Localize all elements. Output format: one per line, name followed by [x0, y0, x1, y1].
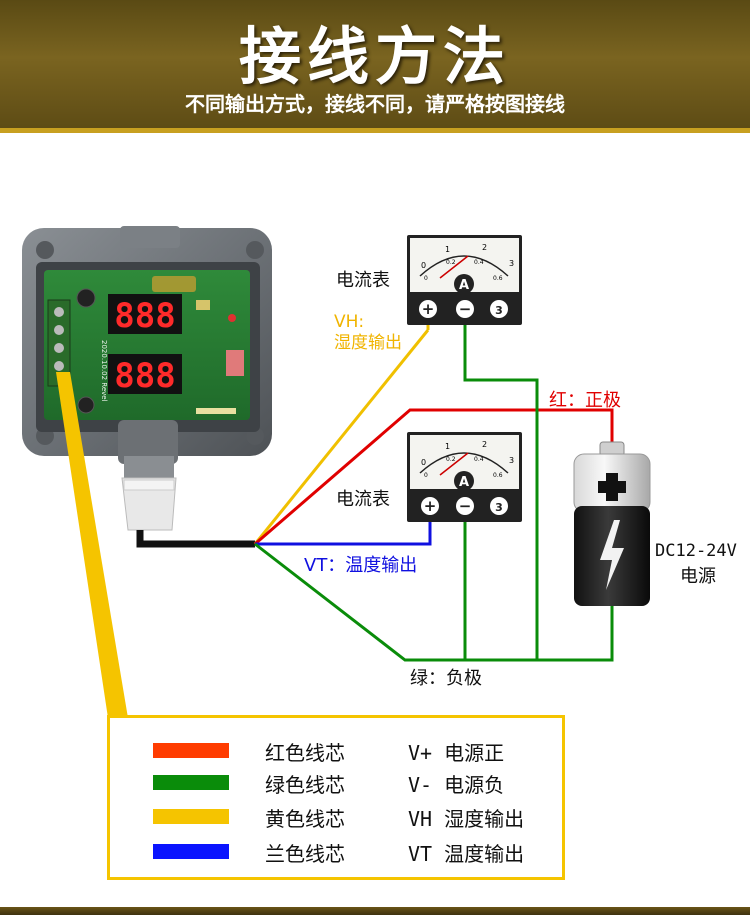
header-banner: 接线方法 不同输出方式，接线不同，请严格按图接线	[0, 0, 750, 128]
label-red-positive: 红：正极	[549, 390, 621, 411]
meter-bottom-unit: A	[459, 475, 469, 490]
meter-top-unit-icon	[454, 274, 474, 294]
legend-row-yellow: 黄色线芯 VH 湿度输出	[110, 803, 562, 831]
legend-name: 黄色线芯	[265, 807, 345, 831]
label-power-voltage: DC12-24V	[655, 541, 737, 561]
meter-top-label: 电流表	[336, 270, 390, 291]
meter-bottom-unit-icon	[454, 471, 474, 491]
sensor-enclosure	[22, 226, 272, 531]
meter-bottom-tick-2: 2	[482, 440, 487, 449]
meter-bottom-tick-0: 0	[421, 458, 426, 467]
label-vt: VT：温度输出	[304, 555, 418, 576]
meter-top-three: 3	[495, 304, 503, 317]
battery-icon	[573, 441, 651, 606]
legend-code: VH 湿度输出	[408, 807, 525, 831]
meter-bottom-minor-0: 0	[424, 472, 428, 479]
display-top	[108, 294, 182, 334]
meter-top-minor-0: 0	[424, 275, 428, 282]
meter-bottom-tick-3: 3	[509, 456, 514, 465]
legend-swatch-blue	[153, 844, 229, 859]
meter-top-tick-0: 0	[421, 261, 426, 270]
page-subtitle: 不同输出方式，接线不同，请严格按图接线	[185, 92, 565, 116]
legend-code: V- 电源负	[408, 773, 505, 797]
wire-red-positive	[254, 408, 614, 546]
meter-top-minor-2: 0.4	[474, 259, 484, 266]
pcb-silkscreen-text: 2020.10.02 Revel	[100, 340, 108, 402]
meter-bottom-tick-1: 1	[445, 442, 450, 451]
display-bottom-digits: 888	[114, 356, 175, 396]
meter-top-minus: −	[459, 300, 472, 318]
meter-bottom-plus: +	[424, 497, 437, 515]
meter-bottom-minor-3: 0.6	[493, 472, 503, 479]
legend-code: VT 温度输出	[408, 842, 525, 866]
meter-bottom-label: 电流表	[336, 489, 390, 510]
meter-bottom-minor-1: 0.2	[446, 456, 456, 463]
footer-bar	[0, 907, 750, 915]
meter-top-plus: +	[422, 300, 435, 318]
display-bottom	[108, 354, 182, 394]
legend-row-green: 绿色线芯 V- 电源负	[110, 769, 562, 797]
wire-green-negative	[254, 542, 614, 662]
main-cable	[136, 530, 255, 548]
wire-yellow-vh	[253, 329, 430, 545]
legend-pointer	[56, 372, 128, 718]
pcb-board	[44, 270, 250, 420]
legend-swatch-yellow	[153, 809, 229, 824]
wire-meter-top-return	[463, 322, 539, 660]
meter-top-tick-3: 3	[509, 259, 514, 268]
legend-name: 红色线芯	[265, 741, 345, 765]
meter-top-unit: A	[459, 278, 469, 293]
meter-top-tick-1: 1	[445, 245, 450, 254]
label-vh-line2: 湿度输出	[334, 333, 402, 353]
meter-bottom-minus: −	[459, 497, 472, 515]
meter-bottom-minor-2: 0.4	[474, 456, 484, 463]
banner-divider	[0, 128, 750, 133]
meter-bottom-three: 3	[495, 501, 503, 514]
label-vh-line1: VH:	[334, 312, 365, 332]
meter-top-tick-2: 2	[482, 243, 487, 252]
legend-swatch-green	[153, 775, 229, 790]
legend-name: 绿色线芯	[265, 773, 345, 797]
legend-row-red: 红色线芯 V+ 电源正	[110, 737, 562, 765]
legend-swatch-red	[153, 743, 229, 758]
label-power-source: 电源	[680, 566, 716, 587]
meter-top-minor-1: 0.2	[446, 259, 456, 266]
legend-name: 兰色线芯	[265, 842, 345, 866]
wire-blue-vt	[255, 520, 432, 546]
display-top-digits: 888	[114, 296, 175, 336]
legend-code: V+ 电源正	[408, 741, 505, 765]
legend-row-blue: 兰色线芯 VT 温度输出	[110, 838, 562, 866]
meter-top-minor-3: 0.6	[493, 275, 503, 282]
label-green-negative: 绿：负极	[410, 668, 482, 689]
page-title: 接线方法	[238, 20, 511, 93]
lightning-icon	[600, 520, 624, 590]
wire-legend: 红色线芯 V+ 电源正 绿色线芯 V- 电源负 黄色线芯 VH 湿度输出 兰色线…	[107, 715, 565, 880]
